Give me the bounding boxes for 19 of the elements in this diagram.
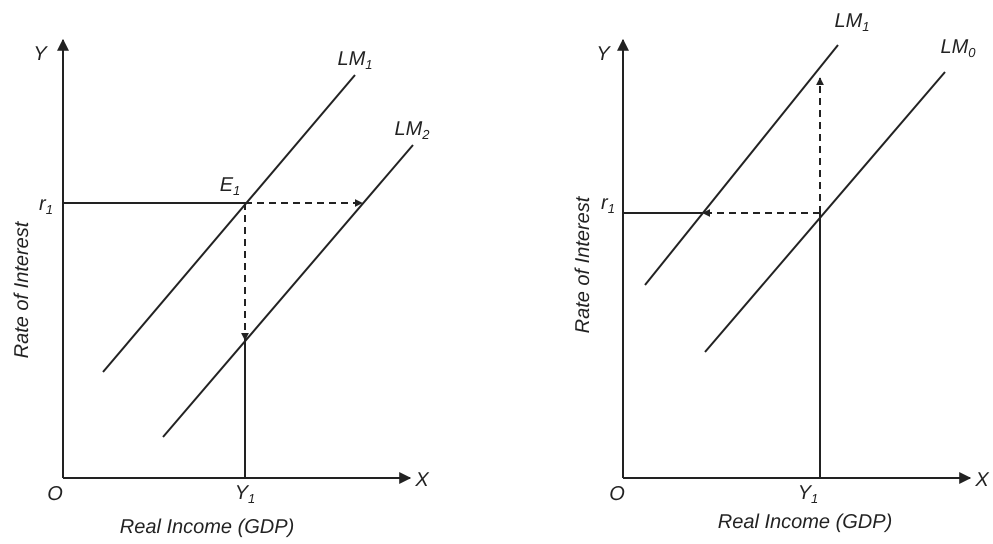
axis-label: Y <box>596 44 610 64</box>
curve-label: LM$_{2}$ <box>394 119 430 141</box>
curve-label: LM$_{1}$ <box>337 49 373 71</box>
axis-title: Real Income (GDP) <box>120 517 294 537</box>
axis-value-label: Y$_{1}$ <box>234 483 256 505</box>
axis-title: Rate of Interest <box>573 196 593 334</box>
axis-title: Rate of Interest <box>12 222 32 358</box>
axis-value-label: Y$_{1}$ <box>798 483 818 505</box>
axis-title: Real Income (GDP) <box>718 512 892 532</box>
curve-label: LM$_{0}$ <box>940 37 976 59</box>
axis-label: X <box>975 470 989 490</box>
origin-label: O <box>47 484 63 504</box>
curve-label: LM$_{1}$ <box>834 11 870 33</box>
axis-value-label: r$_{1}$ <box>39 194 53 216</box>
axis-label: Y <box>33 44 47 64</box>
origin-label: O <box>609 484 625 504</box>
axis-value-label: r$_{1}$ <box>601 193 615 215</box>
axis-label: X <box>415 470 429 490</box>
point-label: E$_{1}$ <box>220 175 240 197</box>
